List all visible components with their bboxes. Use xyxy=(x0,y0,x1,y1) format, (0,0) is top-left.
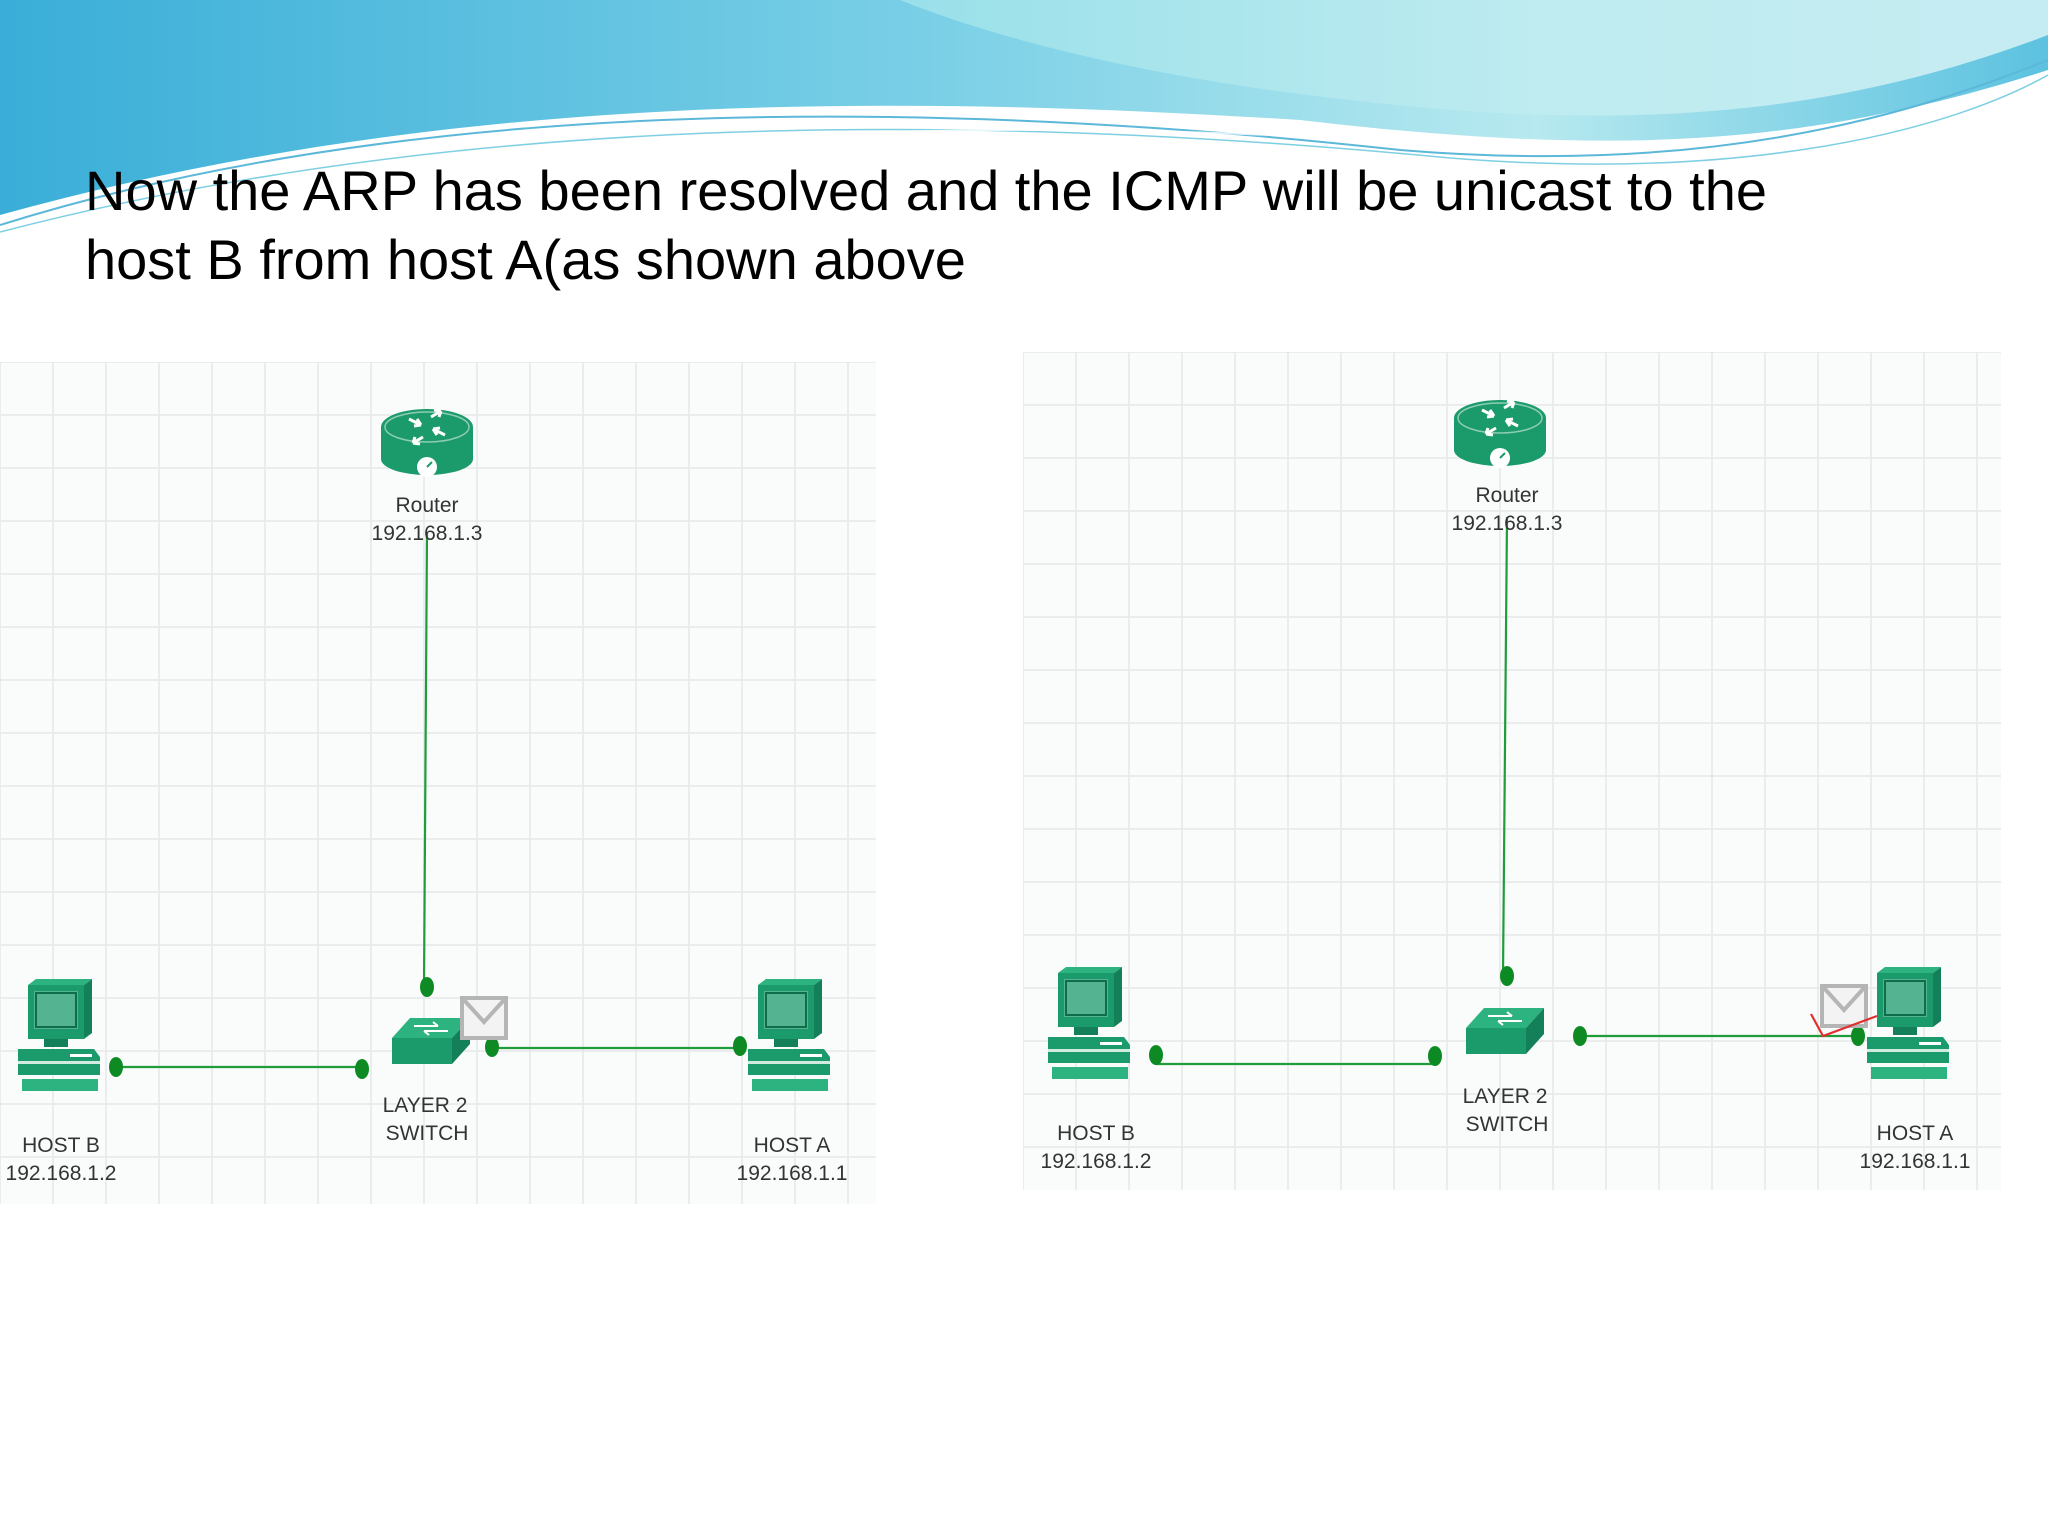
computer-icon[interactable] xyxy=(18,979,100,1091)
port-dot xyxy=(1149,1045,1163,1065)
router-name-label: Router xyxy=(395,494,458,517)
grid-background xyxy=(0,362,876,1204)
host-b-name-label: HOST B xyxy=(1057,1122,1135,1145)
port-dot xyxy=(1851,1026,1865,1046)
port-dot xyxy=(1500,966,1514,986)
switch-icon[interactable] xyxy=(392,1018,470,1064)
port-dot xyxy=(1573,1026,1587,1046)
envelope-icon xyxy=(460,996,508,1040)
computer-icon[interactable] xyxy=(1048,967,1130,1079)
network-diagram-right: Router 192.168.1.3 LAYER 2 SWITCH HOST B… xyxy=(1023,352,2001,1190)
slide-title: Now the ARP has been resolved and the IC… xyxy=(85,156,1985,294)
switch-icon[interactable] xyxy=(1466,1008,1544,1054)
host-a-ip-label: 192.168.1.1 xyxy=(1860,1150,1971,1173)
host-a-name-label: HOST A xyxy=(1877,1122,1954,1145)
port-dot xyxy=(1428,1046,1442,1066)
switch-label-line-1: LAYER 2 xyxy=(1463,1085,1548,1108)
slide-title-line-2: host B from host A(as shown above xyxy=(85,228,966,291)
envelope-icon xyxy=(1820,984,1868,1028)
host-b-name-label: HOST B xyxy=(22,1134,100,1157)
router-icon[interactable] xyxy=(1454,399,1546,468)
host-b-ip-label: 192.168.1.2 xyxy=(1041,1150,1152,1173)
header-wave-decoration xyxy=(0,0,2048,233)
computer-icon[interactable] xyxy=(1867,967,1949,1079)
computer-icon[interactable] xyxy=(748,979,830,1091)
port-dot xyxy=(733,1036,747,1056)
router-name-label: Router xyxy=(1475,484,1538,507)
host-b-ip-label: 192.168.1.2 xyxy=(6,1162,117,1185)
port-dot xyxy=(109,1057,123,1077)
host-a-ip-label: 192.168.1.1 xyxy=(737,1162,848,1185)
switch-label-line-1: LAYER 2 xyxy=(383,1094,468,1117)
router-icon[interactable] xyxy=(381,408,473,477)
slide-title-line-1: Now the ARP has been resolved and the IC… xyxy=(85,159,1768,222)
port-dot xyxy=(420,977,434,997)
delivery-mark xyxy=(1810,1013,1878,1038)
link-router-switch xyxy=(1501,516,1509,976)
router-ip-label: 192.168.1.3 xyxy=(372,522,483,545)
link-router-switch xyxy=(422,531,429,987)
router-ip-label: 192.168.1.3 xyxy=(1452,512,1563,535)
host-a-name-label: HOST A xyxy=(754,1134,831,1157)
port-dot xyxy=(355,1059,369,1079)
port-dot xyxy=(485,1037,499,1057)
switch-label-line-2: SWITCH xyxy=(386,1122,469,1145)
network-diagram-left: Router 192.168.1.3 LAYER 2 SWITCH HOST B… xyxy=(0,362,876,1204)
switch-label-line-2: SWITCH xyxy=(1466,1113,1549,1136)
